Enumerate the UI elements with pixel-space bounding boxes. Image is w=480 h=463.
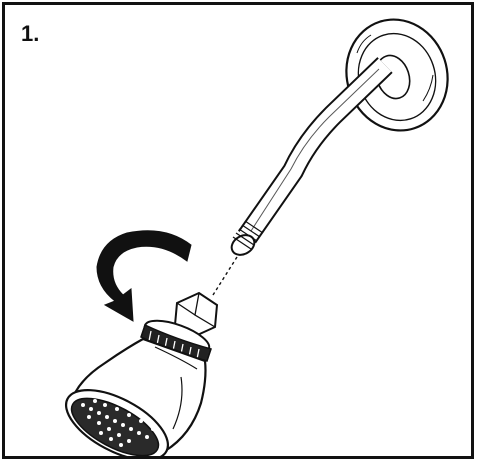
alignment-dashed-line bbox=[213, 257, 237, 295]
instruction-panel: 1. bbox=[2, 2, 474, 459]
shower-head bbox=[55, 339, 205, 459]
shower-head-installation-illustration bbox=[5, 5, 474, 459]
shower-arm bbox=[228, 65, 385, 259]
wall-flange bbox=[332, 6, 462, 143]
